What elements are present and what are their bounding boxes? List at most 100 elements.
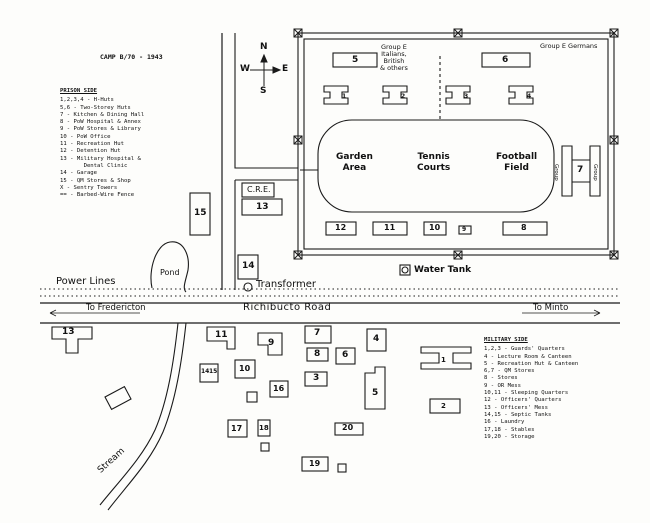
legend-item: 8 - Stores <box>484 375 518 382</box>
legend-item: 10,11 - Sleeping Quarters <box>484 390 569 397</box>
h-hut-4-label: 4 <box>527 93 532 100</box>
prison-bldg-8: 8 <box>521 223 527 232</box>
football-line: Field <box>504 163 529 173</box>
to-minto-label: To Minto <box>533 303 569 313</box>
legend-item: 7 - Kitchen & Dining Hall <box>60 111 145 118</box>
to-fredericton-label: To Fredericton <box>86 303 146 313</box>
side-group-left-label: Group <box>553 164 559 181</box>
legend-item: 13 - Military Hospital & <box>60 155 141 162</box>
compound-fence-inner <box>303 38 609 250</box>
mil-bldg-4: 4 <box>373 334 380 344</box>
legend-item: 15 - QM Stores & Shop <box>60 177 131 184</box>
compass-n: N <box>260 42 268 52</box>
hut-5-shape <box>332 52 378 68</box>
legend-item: 4 - Lecture Room & Canteen <box>484 353 572 360</box>
legend-item: 6,7 - QM Stores <box>484 368 535 375</box>
prison-bldg-12: 12 <box>335 223 347 232</box>
prison-bldg-9: 9 <box>462 226 467 233</box>
mil-bldg-10: 10 <box>239 364 251 373</box>
building-14-label: 14 <box>242 261 255 271</box>
compass-e: E <box>282 64 289 74</box>
legend-item: 11 - Recreation Hut <box>60 141 124 148</box>
hut-6-label: 6 <box>502 55 509 65</box>
legend-item: 5,6 - Two-Storey Huts <box>60 104 131 111</box>
mil-bldg-15: 15 <box>209 368 218 375</box>
water-tank-label: Water Tank <box>414 265 472 275</box>
stream-line <box>99 322 179 506</box>
mil-bldg-19: 19 <box>309 459 321 468</box>
legend-item: 19,20 - Storage <box>484 433 535 440</box>
hut-5-label: 5 <box>352 55 359 65</box>
legend-item: 14 - Garage <box>60 170 98 177</box>
hut-6-shape <box>481 52 531 68</box>
group-label-line: British <box>383 57 405 65</box>
mil-bldg-8: 8 <box>314 349 321 359</box>
legend-item: 8 - PoW Hospital & Annex <box>60 119 141 126</box>
prison-legend-heading: PRISON SIDE <box>60 88 98 94</box>
map-title: CAMP B/70 - 1943 <box>100 53 163 61</box>
tennis-line: Courts <box>417 163 451 173</box>
legend-item: 16 - Laundry <box>484 419 525 426</box>
mil-bldg-17: 17 <box>231 424 243 433</box>
military-legend-heading: MILITARY SIDE <box>484 337 528 343</box>
legend-item: 14,15 - Septic Tanks <box>484 411 552 418</box>
side-huts <box>561 145 601 197</box>
mil-bldg-13: 13 <box>62 327 75 337</box>
prison-bldg-10: 10 <box>429 223 441 232</box>
side-7-label: 7 <box>577 165 584 175</box>
compass-rose <box>250 53 282 86</box>
side-group-right-label: Group <box>592 164 598 181</box>
mil-bldg-7: 7 <box>314 328 321 338</box>
h-huts <box>323 85 534 105</box>
legend-item: == - Barbed-Wire Fence <box>60 192 135 199</box>
h-hut-1-label: 1 <box>342 93 347 100</box>
pond-label: Pond <box>160 268 180 277</box>
building-15-label: 15 <box>194 208 207 218</box>
pond-outline <box>150 241 189 293</box>
group-e-italians-label: Group E Italians, British & others <box>380 44 408 72</box>
football-field-label: Football Field <box>496 152 537 174</box>
mil-bldg-11: 11 <box>215 330 228 340</box>
h-hut-3-label: 3 <box>464 93 469 100</box>
mil-bldg-9: 9 <box>268 338 275 348</box>
transformer-label: Transformer <box>256 279 317 290</box>
football-line: Football <box>496 152 538 162</box>
prison-bldg-11: 11 <box>384 223 396 232</box>
mil-bldg-5: 5 <box>372 388 379 398</box>
garden-line: Area <box>342 163 367 173</box>
garden-area-label: Garden Area <box>336 152 373 174</box>
building-13-label: 13 <box>256 202 269 212</box>
sentry-towers <box>293 28 619 260</box>
tennis-line: Tennis <box>417 152 450 162</box>
mil-bldg-6: 6 <box>342 350 349 360</box>
group-label-line: & others <box>380 64 408 72</box>
mil-bldg-14: 14 <box>201 368 210 375</box>
group-e-germans-label: Group E Germans <box>540 42 598 50</box>
group-label-line: Italians, <box>381 50 407 58</box>
legend-item: 13 - Officers' Mess <box>484 404 548 411</box>
compass-s: S <box>260 86 267 96</box>
mil-bldg-16: 16 <box>273 384 285 393</box>
mil-bldg-2: 2 <box>441 402 446 410</box>
legend-item: 9 - OR Mess <box>484 382 522 389</box>
mil-bldg-20: 20 <box>342 423 354 432</box>
richibucto-road-label: Richibucto Road <box>243 302 332 313</box>
legend-item: 1,2,3,4 - H-Huts <box>60 97 114 104</box>
legend-item: 10 - PoW Office <box>60 133 111 140</box>
legend-item: 17,18 - Stables <box>484 426 535 433</box>
legend-item: 12 - Detention Hut <box>60 148 121 155</box>
cre-label: C.R.E. <box>247 185 271 194</box>
prison-side-legend: PRISON SIDE 1,2,3,4 - H-Huts 5,6 - Two-S… <box>60 88 144 199</box>
group-label-line: Group E <box>380 43 407 51</box>
sports-field <box>317 119 555 213</box>
mil-bldg-18: 18 <box>259 424 269 432</box>
garden-line: Garden <box>336 152 373 162</box>
military-side-legend: MILITARY SIDE 1,2,3 - Guards' Quarters 4… <box>484 337 578 441</box>
legend-item: 1,2,3 - Guards' Quarters <box>484 346 565 353</box>
mil-bldg-3: 3 <box>313 373 320 383</box>
legend-item: X - Sentry Towers <box>60 184 118 191</box>
mil-bldg-1: 1 <box>441 356 446 364</box>
legend-item: 5 - Recreation Hut & Canteen <box>484 360 579 367</box>
